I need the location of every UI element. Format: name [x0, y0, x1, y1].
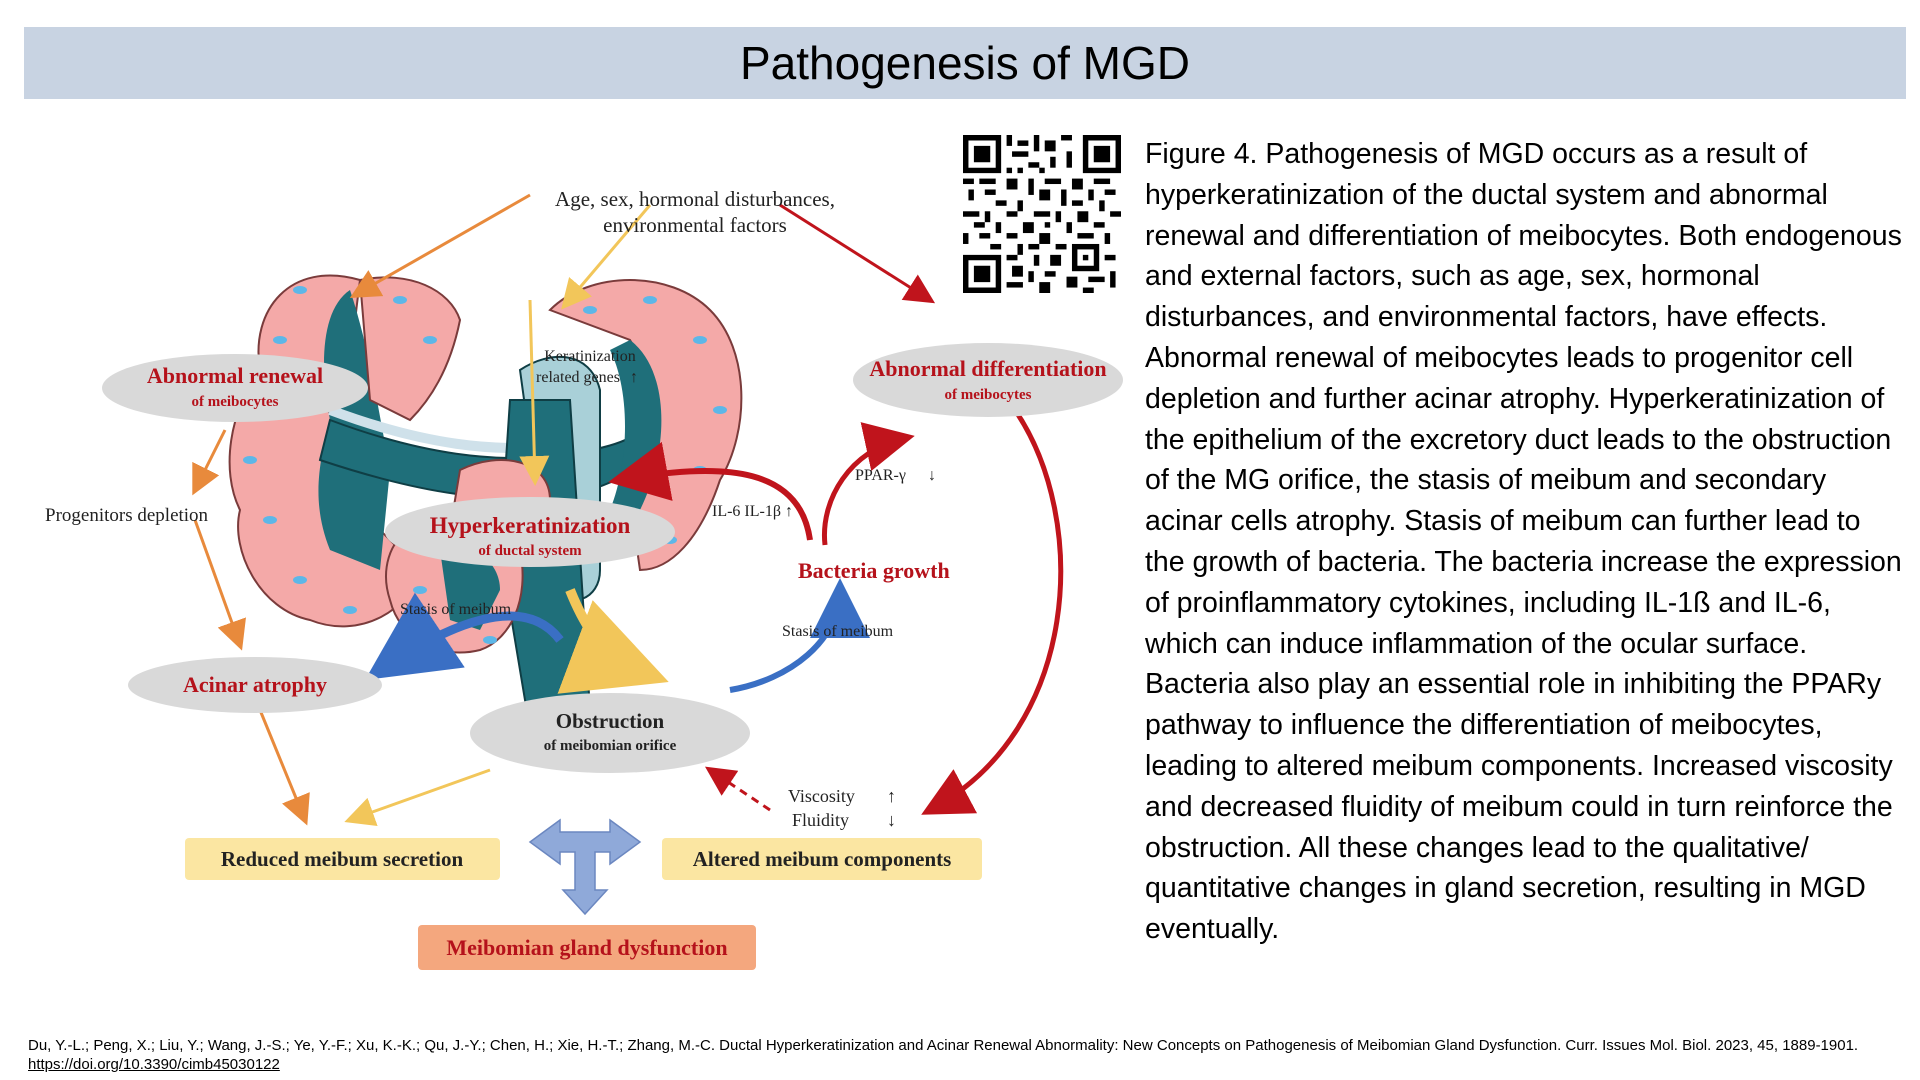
qr-code-svg — [963, 135, 1121, 293]
figure-caption: Figure 4. Pathogenesis of MGD occurs as … — [1145, 138, 1902, 946]
keratinization-up-arrow: ↑ — [630, 369, 638, 386]
ppar-label: PPAR-γ — [855, 467, 906, 484]
title-bar: Pathogenesis of MGD — [24, 27, 1906, 99]
hyperkeratinization-ellipse — [385, 497, 675, 567]
obstruction-label: Obstruction — [556, 709, 665, 733]
citation-text: Du, Y.-L.; Peng, X.; Liu, Y.; Wang, J.-S… — [28, 1037, 1859, 1054]
viscosity-up-arrow: ↑ — [887, 786, 896, 806]
hyperkeratinization-sub: of ductal system — [478, 543, 582, 559]
diagram-svg: Age, sex, hormonal disturbances, environ… — [45, 187, 1123, 970]
abnormal-differentiation-sub: of meibocytes — [944, 387, 1031, 403]
altered-box — [662, 838, 982, 880]
stasis-right-label: Stasis of meibum — [782, 623, 894, 640]
fluidity-label: Fluidity — [792, 810, 849, 830]
mgd-label: Meibomian gland dysfunction — [446, 935, 727, 960]
obstruction-sub: of meibomian orifice — [544, 738, 677, 754]
altered-label: Altered meibum components — [693, 847, 952, 871]
il-up-arrow: ↑ — [785, 503, 793, 520]
abnormal-renewal-label: Abnormal renewal — [147, 363, 323, 388]
citation: Du, Y.-L.; Peng, X.; Liu, Y.; Wang, J.-S… — [28, 1036, 1898, 1074]
abnormal-differentiation-ellipse — [853, 343, 1123, 417]
reduced-box — [185, 838, 500, 880]
acinar-atrophy-label: Acinar atrophy — [183, 672, 327, 697]
factors-label-2: environmental factors — [603, 213, 787, 237]
viscosity-label: Viscosity — [788, 786, 855, 806]
stasis-left-label: Stasis of meibum — [400, 601, 512, 618]
keratinization-label-1: Keratinization — [544, 348, 636, 365]
citation-doi-link[interactable]: https://doi.org/10.3390/cimb45030122 — [28, 1056, 280, 1073]
flow-arrows — [192, 193, 1064, 827]
mgd-box — [418, 925, 756, 970]
acinar-atrophy-ellipse — [128, 657, 382, 713]
t-arrow — [528, 818, 642, 916]
page-title: Pathogenesis of MGD — [739, 37, 1190, 89]
abnormal-differentiation-label: Abnormal differentiation — [869, 356, 1106, 381]
pathogenesis-diagram: Age, sex, hormonal disturbances, environ… — [30, 170, 1140, 990]
qr-code-icon — [963, 135, 1121, 293]
bacteria-label: Bacteria growth — [798, 558, 950, 583]
ppar-down-arrow: ↓ — [928, 467, 936, 484]
progenitors-label: Progenitors depletion — [45, 505, 209, 526]
abnormal-renewal-sub: of meibocytes — [191, 394, 278, 410]
il-label: IL-6 IL-1β — [712, 503, 781, 520]
fluidity-down-arrow: ↓ — [887, 810, 896, 830]
factors-label-1: Age, sex, hormonal disturbances, — [555, 187, 835, 211]
reduced-label: Reduced meibum secretion — [221, 847, 464, 871]
hyperkeratinization-label: Hyperkeratinization — [430, 513, 631, 538]
obstruction-ellipse — [470, 693, 750, 773]
keratinization-label-2: related genes — [536, 369, 620, 386]
abnormal-renewal-ellipse — [102, 354, 368, 422]
